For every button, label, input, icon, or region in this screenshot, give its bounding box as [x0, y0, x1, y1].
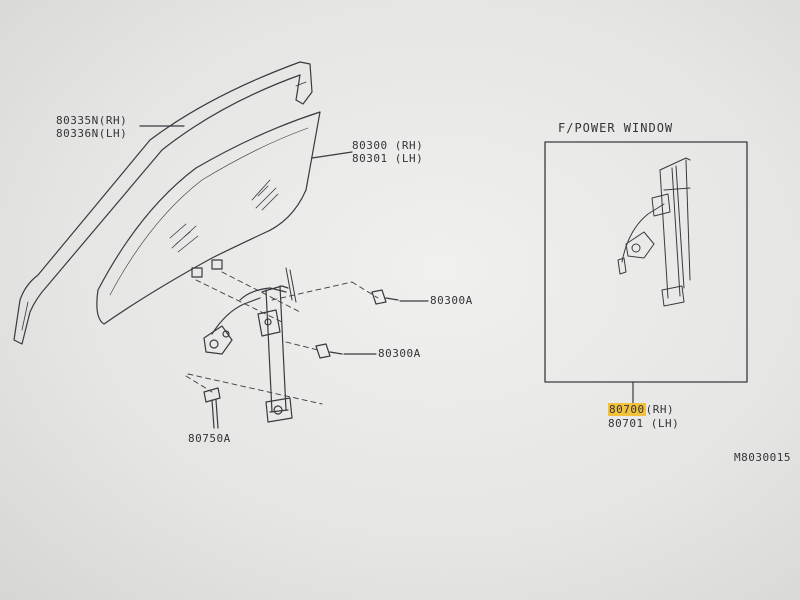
glass-clip-left — [191, 267, 203, 278]
callout-bolt-upper: 80300A — [430, 294, 473, 307]
window-regulator — [203, 267, 297, 423]
glass-run-channel — [13, 61, 313, 345]
callout-sash-lh: 80336N(LH) — [56, 127, 128, 140]
bolt-lower — [315, 343, 343, 359]
callout-glass-lh: 80301 (LH) — [352, 152, 424, 165]
highlighted-part-number: 80700 — [608, 403, 646, 416]
callout-bolt-lower: 80300A — [378, 347, 421, 360]
inset-regulator — [617, 157, 691, 307]
regulator-motor — [203, 325, 233, 355]
callout-sash-rh: 80335N(RH) — [56, 114, 128, 127]
inset-part-rh-side: (RH) — [645, 403, 675, 416]
door-glass — [96, 111, 321, 325]
screw — [203, 387, 221, 429]
inset-title: F/POWER WINDOW — [558, 121, 674, 135]
callout-glass-rh: 80300 (RH) — [352, 139, 424, 152]
callout-screw: 80750A — [188, 432, 231, 445]
leader-glass — [311, 151, 353, 159]
dashed-guides — [185, 271, 379, 405]
regulator-bottom-pulley — [265, 397, 293, 423]
inset-part-rh: 80700(RH) — [608, 403, 675, 416]
glass-clip-right — [211, 259, 223, 270]
regulator-carrier — [257, 309, 281, 337]
inset-part-lh: 80701 (LH) — [608, 417, 680, 430]
figure-code: M8030015 — [734, 451, 791, 464]
inset-frame — [544, 141, 748, 383]
bolt-upper — [371, 289, 399, 305]
